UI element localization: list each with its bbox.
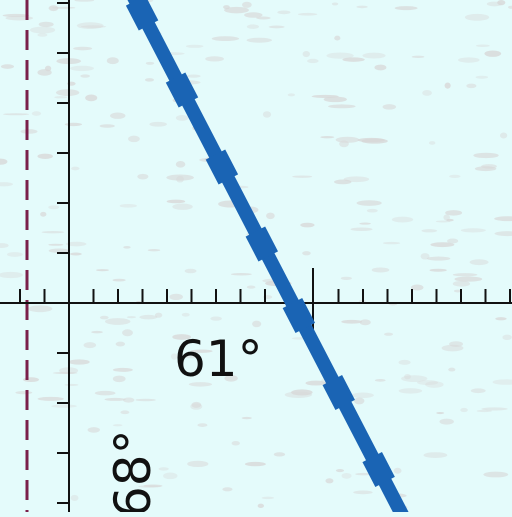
latitude-label: 61° <box>174 330 263 388</box>
route-notches <box>125 0 395 487</box>
route-line <box>125 0 412 517</box>
longitude-label: 68° <box>104 429 162 512</box>
